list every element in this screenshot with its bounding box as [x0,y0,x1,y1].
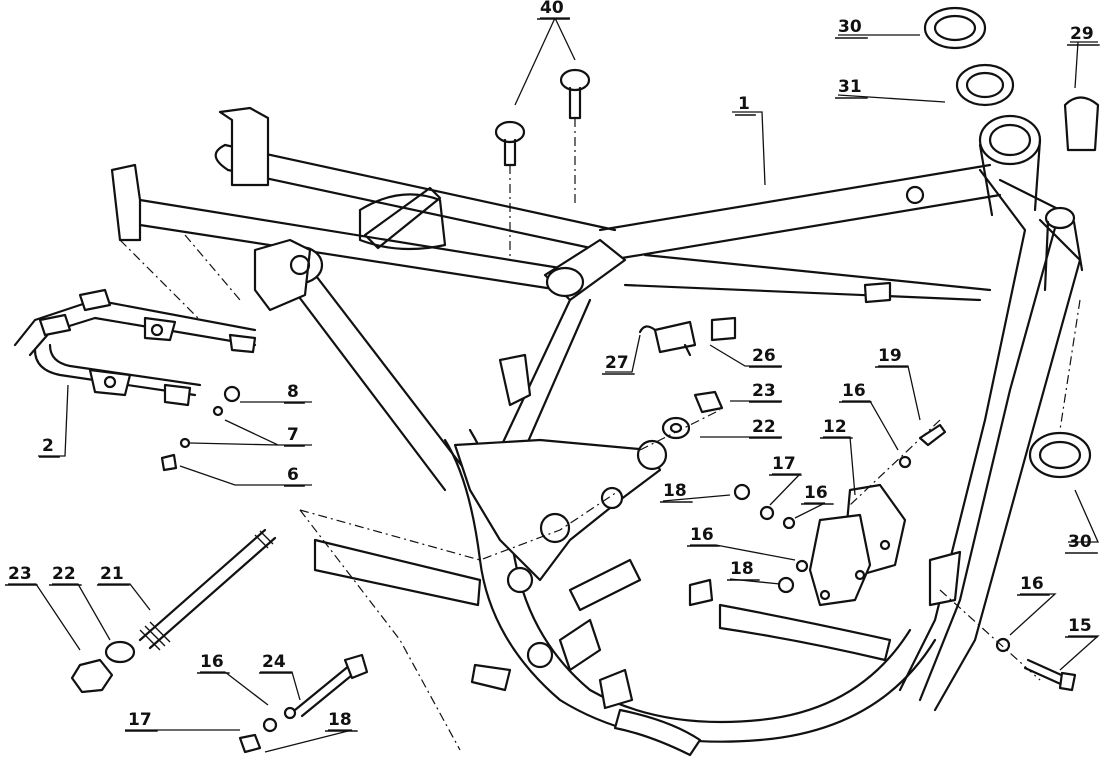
center-lines [119,118,1081,751]
callout-1: 1 [738,94,750,114]
callout-16: 16 [1020,574,1044,594]
callout-16: 16 [690,525,714,545]
callout-15: 15 [1068,616,1092,636]
callout-18: 18 [663,481,687,501]
callout-26: 26 [752,346,776,366]
callout-23: 23 [752,381,776,401]
callout-17: 17 [128,710,152,730]
leader-lines [8,17,1100,753]
callout-30: 30 [1068,532,1092,552]
callout-16: 16 [200,652,224,672]
callout-18: 18 [730,559,754,579]
callout-22: 22 [752,417,776,437]
callout-31: 31 [838,77,862,97]
callout-2: 2 [42,436,54,456]
frame-main [110,106,1084,757]
callout-30: 30 [838,17,862,37]
callout-labels: 40 30 31 29 1 8 7 6 2 27 26 19 23 16 22 … [5,0,1100,732]
callout-19: 19 [878,346,902,366]
small-parts [70,6,1100,754]
rear-subframe [13,288,257,407]
callout-22: 22 [52,564,76,584]
callout-16: 16 [804,483,828,503]
callout-7: 7 [287,425,299,445]
callout-8: 8 [287,382,299,402]
callout-6: 6 [287,465,299,485]
callout-24: 24 [262,652,286,672]
callout-12: 12 [823,417,847,437]
callout-29: 29 [1070,24,1094,44]
callout-17: 17 [772,454,796,474]
callout-21: 21 [100,564,124,584]
callout-27: 27 [605,353,629,373]
callout-18: 18 [328,710,352,730]
callout-40: 40 [540,0,564,18]
callout-23: 23 [8,564,32,584]
callout-16: 16 [842,381,866,401]
